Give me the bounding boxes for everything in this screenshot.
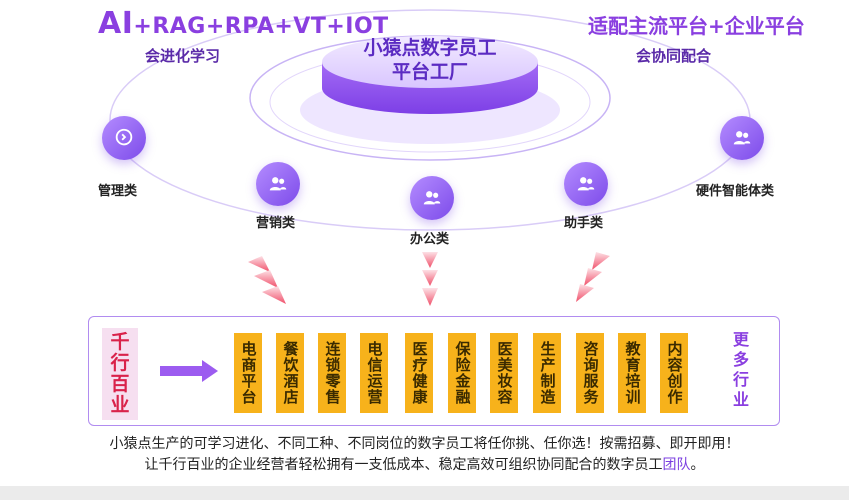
tech-ai: AI — [98, 6, 134, 41]
coop-label: 会协同配合 — [636, 47, 712, 65]
management-node[interactable] — [102, 116, 146, 160]
bottom-strip — [0, 486, 849, 500]
assistant-node[interactable] — [564, 162, 608, 206]
right-arrow-icon — [160, 360, 218, 382]
users-icon — [269, 177, 287, 191]
orbit-diagram — [109, 9, 751, 306]
tech-rest: +RAG+RPA+VT+IOT — [133, 14, 389, 39]
industry-item[interactable]: 连锁零售 — [318, 333, 346, 413]
industries-left-panel — [102, 328, 138, 420]
users-icon — [423, 191, 441, 205]
industry-item[interactable]: 内容创作 — [660, 333, 688, 413]
office-node[interactable] — [410, 176, 454, 220]
more-industries-link[interactable]: 更多行业 — [732, 330, 749, 409]
caption-line-1: 小猿点生产的可学习进化、不同工种、不同岗位的数字员工将任你挑、任你选！按需招募、… — [109, 436, 740, 452]
evolve-label: 会进化学习 — [145, 47, 221, 65]
caption-line-2-main: 让千行百业的企业经营者轻松拥有一支低成本、稳定高效可组织协同配合的数字员工 — [144, 457, 663, 473]
arrow-right — [576, 252, 610, 302]
office-label: 办公类 — [410, 232, 450, 247]
hub-title: 小猿点数字员工 平台工厂 — [330, 36, 530, 84]
users-icon — [577, 177, 595, 191]
users-icon — [733, 131, 751, 145]
industry-item[interactable]: 医美妆容 — [490, 333, 518, 413]
industry-item[interactable]: 医疗健康 — [405, 333, 433, 413]
platform-headline: 适配主流平台+企业平台 — [588, 14, 805, 38]
industry-item[interactable]: 教育培训 — [618, 333, 646, 413]
industry-item[interactable]: 咨询服务 — [576, 333, 604, 413]
industry-item[interactable]: 电信运营 — [360, 333, 388, 413]
hardware-label: 硬件智能体类 — [696, 184, 775, 199]
caption-line-2-end: 。 — [690, 457, 705, 473]
lightbulb-head-icon — [115, 128, 133, 146]
hub-title-line1: 小猿点数字员工 — [363, 37, 497, 59]
management-label: 管理类 — [98, 184, 138, 199]
tech-stack-headline: AI+RAG+RPA+VT+IOT — [98, 6, 389, 41]
industry-item[interactable]: 电商平台 — [234, 333, 262, 413]
assistant-label: 助手类 — [564, 216, 604, 231]
industry-item[interactable]: 生产制造 — [533, 333, 561, 413]
marketing-label: 营销类 — [256, 216, 296, 231]
arrow-center — [422, 252, 438, 306]
marketing-node[interactable] — [256, 162, 300, 206]
caption-line-2-tail: 团队 — [662, 457, 691, 473]
arrow-left — [248, 256, 286, 304]
caption-line-2: 让千行百业的企业经营者轻松拥有一支低成本、稳定高效可组织协同配合的数字员工团队。 — [0, 454, 849, 474]
industries-left-label: 千行百业 — [110, 331, 130, 416]
hardware-node[interactable] — [720, 116, 764, 160]
industry-item[interactable]: 保险金融 — [448, 333, 476, 413]
industry-item[interactable]: 餐饮酒店 — [276, 333, 304, 413]
hub-title-line2: 平台工厂 — [391, 61, 468, 83]
platform-top — [322, 36, 538, 88]
